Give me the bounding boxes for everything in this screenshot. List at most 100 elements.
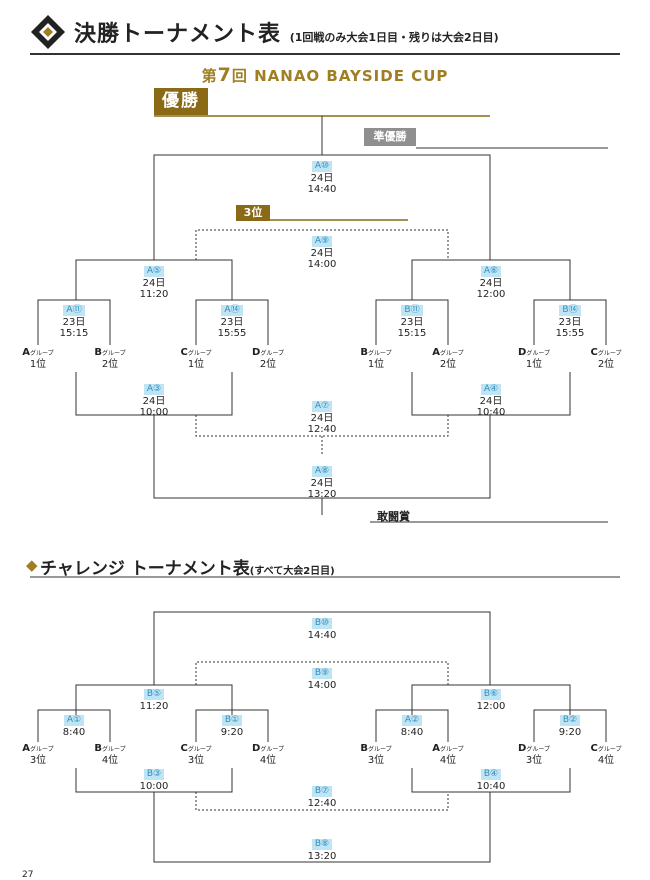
challenge-title-text: チャレンジ トーナメント表: [40, 559, 250, 579]
team-rank: 1位: [367, 359, 385, 370]
game-id-badge: B⑨: [311, 668, 333, 679]
game-id-badge: A①: [63, 715, 85, 726]
team-slot: Dグループ 2位: [248, 347, 288, 370]
team-group: B: [94, 743, 102, 754]
game-node: A⑧ 24日 13:20: [287, 465, 357, 500]
team-rank: 4位: [597, 755, 615, 766]
game-time: 12:00: [476, 289, 506, 300]
game-day: 24日: [479, 278, 503, 289]
game-time: 12:40: [307, 424, 337, 435]
team-group: A: [22, 743, 31, 754]
game-day: 23日: [558, 317, 582, 328]
game-id-badge: B④: [480, 769, 502, 780]
team-slot: Aグループ 1位: [18, 347, 58, 370]
group-suffix: グループ: [440, 350, 464, 357]
game-node: A⑭ 23日 15:55: [197, 304, 267, 339]
game-day: 24日: [479, 396, 503, 407]
team-group: C: [180, 743, 188, 754]
team-rank: 1位: [187, 359, 205, 370]
challenge-title-note: (すべて大会2日目): [249, 566, 335, 577]
game-node: A⑦ 24日 12:40: [287, 400, 357, 435]
team-rank: 4位: [259, 755, 277, 766]
game-id-badge: A⑦: [311, 401, 333, 412]
page-title-note: (1回戦のみ大会1日目・残りは大会2日目): [289, 31, 499, 44]
team-rank: 1位: [29, 359, 47, 370]
challenge-diamond-icon: ◆: [26, 556, 38, 574]
cup-prefix: 第: [201, 67, 218, 85]
game-node: A⑪ 23日 15:15: [39, 304, 109, 339]
game-id-badge: A②: [401, 715, 423, 726]
game-time: 11:20: [139, 701, 169, 712]
game-time: 13:20: [307, 489, 337, 500]
game-time: 14:00: [307, 259, 337, 270]
group-suffix: グループ: [526, 350, 550, 357]
team-group: A: [432, 347, 441, 358]
game-id-badge: A③: [143, 384, 165, 395]
cup-title: 第7回 NANAO BAYSIDE CUP: [0, 64, 650, 86]
game-time: 12:40: [307, 798, 337, 809]
game-node: A⑤ 24日 11:20: [119, 265, 189, 300]
challenge-title: チャレンジ トーナメント表(すべて大会2日目): [40, 554, 335, 579]
game-id-badge: B②: [559, 715, 581, 726]
game-node: B⑪ 23日 15:15: [377, 304, 447, 339]
game-time: 15:15: [397, 328, 427, 339]
group-suffix: グループ: [30, 350, 54, 357]
game-time: 8:40: [400, 727, 424, 738]
game-time: 8:40: [62, 727, 86, 738]
game-id-badge: A④: [480, 384, 502, 395]
header-diamond-icon: [30, 14, 66, 54]
group-suffix: グループ: [187, 350, 212, 357]
game-id-badge: B⑥: [480, 689, 502, 700]
page-number: 27: [22, 870, 34, 880]
team-group: D: [252, 347, 261, 358]
game-id-badge: B③: [143, 769, 165, 780]
group-suffix: グループ: [367, 746, 392, 753]
game-time: 9:20: [220, 727, 244, 738]
group-suffix: グループ: [30, 746, 54, 753]
game-time: 14:00: [307, 680, 337, 691]
game-node: B⑭ 23日 15:55: [535, 304, 605, 339]
team-rank: 1位: [525, 359, 543, 370]
game-node: A③ 24日 10:00: [119, 383, 189, 418]
team-group: D: [252, 743, 261, 754]
game-time: 15:55: [217, 328, 247, 339]
game-id-badge: A⑥: [480, 266, 502, 277]
team-rank: 2位: [439, 359, 457, 370]
game-id-badge: A⑪: [63, 305, 85, 316]
game-node: A⑨ 24日 14:00: [287, 235, 357, 270]
team-group: C: [180, 347, 188, 358]
game-day: 24日: [310, 173, 334, 184]
game-id-badge: B⑩: [311, 618, 333, 629]
group-suffix: グループ: [260, 746, 284, 753]
game-id-badge: A⑤: [143, 266, 165, 277]
game-day: 23日: [220, 317, 244, 328]
group-suffix: グループ: [187, 746, 212, 753]
game-id-badge: B⑧: [311, 839, 333, 850]
group-suffix: グループ: [260, 350, 284, 357]
game-day: 24日: [310, 413, 334, 424]
game-day: 24日: [310, 478, 334, 489]
team-group: A: [22, 347, 31, 358]
cup-suffix: 回: [231, 67, 248, 85]
game-day: 24日: [310, 248, 334, 259]
team-slot: Cグループ 1位: [176, 347, 216, 370]
team-rank: 2位: [259, 359, 277, 370]
game-day: 24日: [142, 278, 166, 289]
game-time: 14:40: [307, 630, 337, 641]
team-rank: 3位: [525, 755, 543, 766]
group-suffix: グループ: [597, 746, 622, 753]
